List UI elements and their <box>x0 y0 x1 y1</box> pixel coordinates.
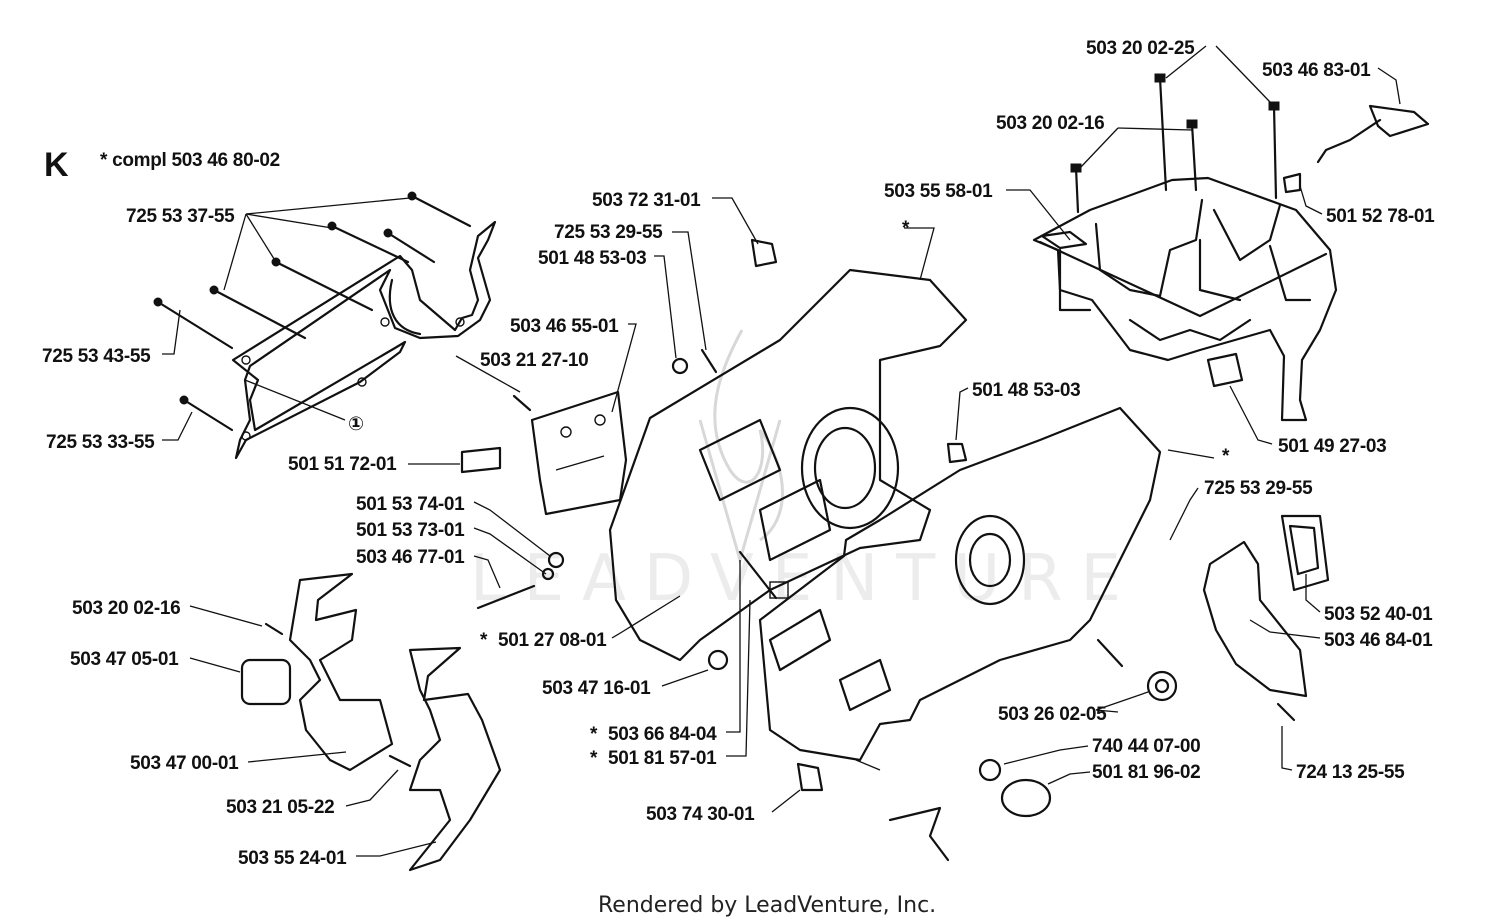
small-hardware-left <box>460 238 824 792</box>
chain-catcher-parts <box>240 572 502 872</box>
intake-boot <box>1202 514 1330 722</box>
callout-501-49-27-03: 501 49 27-03 <box>1278 436 1386 457</box>
star-501-81-57-01: * <box>590 748 598 769</box>
callout-503-46-84-01: 503 46 84-01 <box>1324 630 1433 651</box>
callout-503-46-77-01: 503 46 77-01 <box>356 547 465 568</box>
callout-503-74-30-01: 503 74 30-01 <box>646 804 755 825</box>
callout-503-47-16-01: 503 47 16-01 <box>542 678 651 699</box>
callout-501-52-78-01: 501 52 78-01 <box>1326 206 1435 227</box>
callout-503-55-24-01: 503 55 24-01 <box>238 848 347 869</box>
left-crankcase <box>608 268 968 662</box>
callout-725-53-29-55-right: 725 53 29-55 <box>1204 478 1313 499</box>
tank-screws <box>1070 73 1280 214</box>
callout-501-53-74-01: 501 53 74-01 <box>356 494 465 515</box>
callout-501-81-96-02: 501 81 96-02 <box>1092 762 1200 783</box>
callout-labels: 503 20 02-25 503 46 83-01 503 20 02-16 5… <box>42 38 1435 869</box>
small-hardware-right <box>888 442 1178 862</box>
callout-503-21-05-22: 503 21 05-22 <box>226 797 334 818</box>
callout-740-44-07-00: 740 44 07-00 <box>1092 736 1200 757</box>
star-503-66-84-04: * <box>590 724 598 745</box>
callout-501-48-53-03-right: 501 48 53-03 <box>972 380 1080 401</box>
star-top-housing: * <box>902 218 910 239</box>
callout-501-53-73-01: 501 53 73-01 <box>356 520 465 541</box>
callout-503-20-02-16-left: 503 20 02-16 <box>72 598 180 619</box>
callout-503-72-31-01: 503 72 31-01 <box>592 190 701 211</box>
leader-lines <box>162 45 1401 857</box>
callout-501-27-08-01: 501 27 08-01 <box>498 630 607 651</box>
star-right-crankcase: * <box>1222 446 1230 467</box>
callout-725-53-29-55-left: 725 53 29-55 <box>554 222 663 243</box>
callout-503-66-84-04: 503 66 84-04 <box>608 724 717 745</box>
callout-724-13-25-55: 724 13 25-55 <box>1296 762 1405 783</box>
callout-503-47-00-01: 503 47 00-01 <box>130 753 239 774</box>
callout-725-53-37-55: 725 53 37-55 <box>126 206 235 227</box>
callout-503-47-05-01: 503 47 05-01 <box>70 649 179 670</box>
watermark-text: LEADVENTURE <box>470 542 1139 616</box>
footer-credit: Rendered by LeadVenture, Inc. <box>598 893 936 918</box>
callout-503-52-40-01: 503 52 40-01 <box>1324 604 1433 625</box>
section-letter: K <box>44 146 69 184</box>
callout-501-51-72-01: 501 51 72-01 <box>288 454 397 475</box>
callout-503-20-02-16-top: 503 20 02-16 <box>996 113 1104 134</box>
callout-503-21-27-10: 503 21 27-10 <box>480 350 588 371</box>
callout-501-48-53-03-left: 501 48 53-03 <box>538 248 646 269</box>
callout-503-55-58-01: 503 55 58-01 <box>884 181 993 202</box>
callout-503-26-02-05: 503 26 02-05 <box>998 704 1107 725</box>
callout-725-53-33-55: 725 53 33-55 <box>46 432 155 453</box>
fuel-line-grommet <box>1282 104 1430 194</box>
callout-503-20-02-25: 503 20 02-25 <box>1086 38 1195 59</box>
kit-note: * compl 503 46 80-02 <box>100 150 280 171</box>
callout-503-46-55-01: 503 46 55-01 <box>510 316 619 337</box>
tank-housing <box>1032 176 1338 422</box>
star-501-27-08-01: * <box>480 630 488 651</box>
circled-one-marker: ① <box>348 414 364 435</box>
callout-501-81-57-01: 501 81 57-01 <box>608 748 717 769</box>
clutch-cover-screws <box>153 191 472 432</box>
callout-503-46-83-01: 503 46 83-01 <box>1262 60 1371 81</box>
clutch-cover-gasket <box>231 220 497 460</box>
right-crankcase <box>758 406 1162 762</box>
callout-725-53-43-55: 725 53 43-55 <box>42 346 151 367</box>
